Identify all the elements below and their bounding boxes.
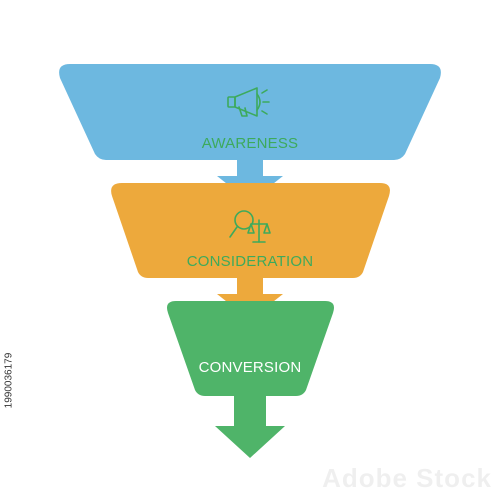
- consideration-arrow: [217, 278, 283, 320]
- conversion-arrow: [215, 396, 285, 458]
- watermark: Adobe Stock: [322, 463, 492, 493]
- stage-awareness: AWARENESS: [59, 64, 441, 202]
- conversion-band: [167, 301, 334, 396]
- awareness-label: AWARENESS: [202, 135, 299, 152]
- awareness-arrow: [217, 160, 283, 202]
- consideration-label: CONSIDERATION: [187, 253, 314, 270]
- megaphone-icon: [227, 87, 270, 117]
- stage-consideration: CONSIDERATION: [111, 183, 390, 320]
- magnifier-scales-icon: [229, 210, 271, 243]
- stock-id-text: 1990036179: [3, 352, 15, 408]
- conversion-label: CONVERSION: [199, 359, 302, 376]
- awareness-band: [59, 64, 441, 160]
- stage-conversion: CONVERSION: [167, 301, 334, 458]
- consideration-band: [111, 183, 390, 278]
- stock-id: 1990036179: [2, 300, 16, 460]
